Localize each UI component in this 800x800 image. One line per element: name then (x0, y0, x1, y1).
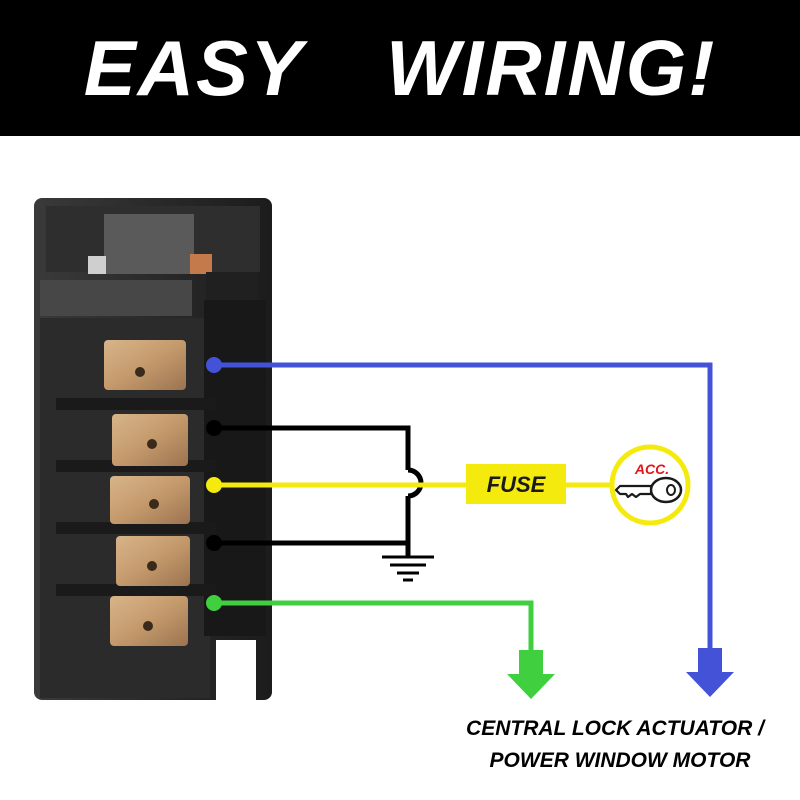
fuse-label: FUSE (487, 472, 547, 497)
terminal-2 (112, 414, 188, 466)
destination-line-1: CENTRAL LOCK ACTUATOR / (466, 717, 766, 740)
destination-line-2: POWER WINDOW MOTOR (490, 749, 752, 772)
ground-icon (382, 555, 434, 582)
terminal-1 (104, 340, 186, 390)
page-title: EASY WIRING! (83, 23, 717, 112)
terminal-5 (110, 596, 188, 646)
terminal-3 (110, 476, 190, 524)
green-wire (206, 595, 555, 699)
blue-wire (206, 357, 734, 697)
key-icon (614, 476, 683, 504)
rocker-switch (34, 198, 272, 700)
green-arrow-icon (507, 650, 555, 699)
destination-caption: CENTRAL LOCK ACTUATOR / POWER WINDOW MOT… (466, 717, 766, 772)
switch-actuator (104, 214, 194, 274)
acc-key-badge: ACC. (609, 444, 691, 526)
fuse-box: FUSE (466, 464, 566, 504)
black-wires (206, 420, 424, 556)
header-banner: EASY WIRING! (0, 0, 800, 136)
acc-label: ACC. (634, 461, 669, 477)
blue-arrow-icon (686, 648, 734, 697)
terminal-4 (116, 536, 190, 586)
yellow-wire (206, 477, 614, 493)
switch-collar (40, 280, 192, 316)
